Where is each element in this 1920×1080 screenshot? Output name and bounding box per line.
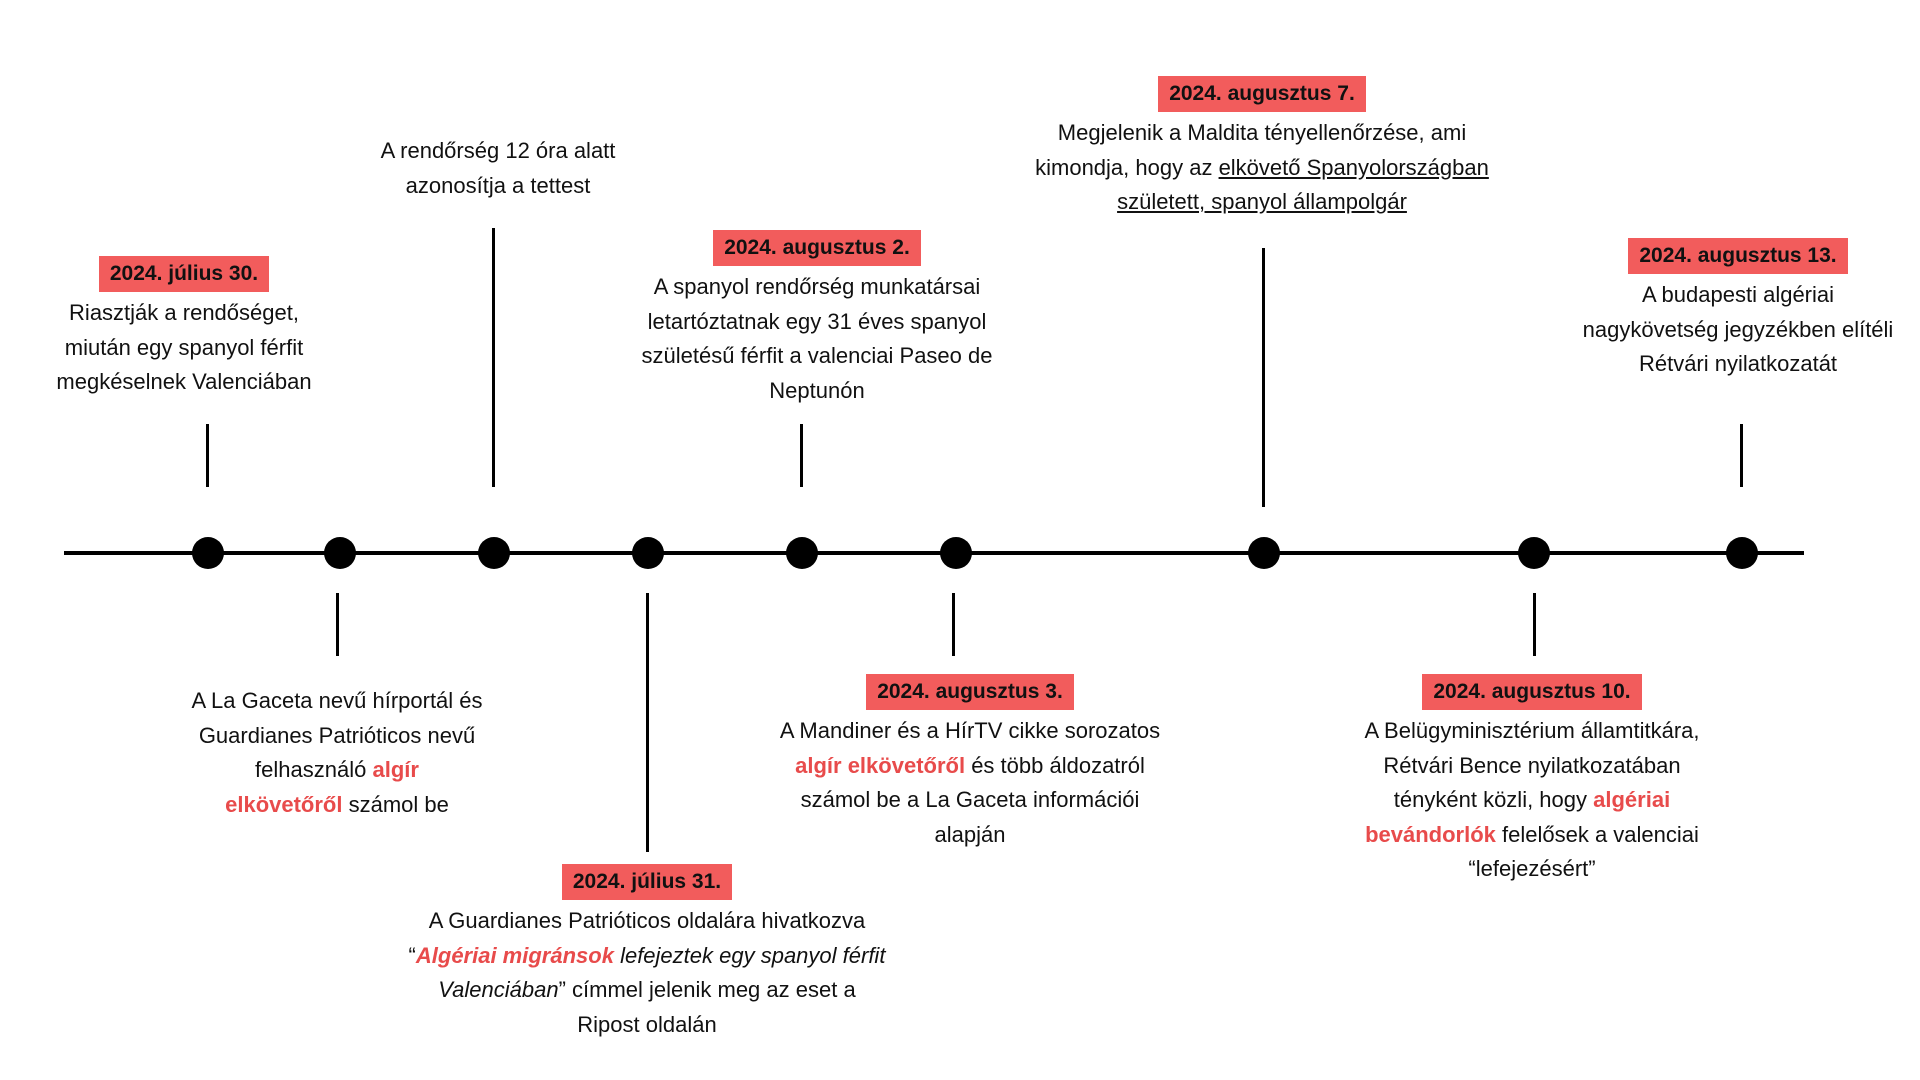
event-aug13: 2024. augusztus 13. A budapesti algériai… [1558,238,1918,382]
timeline-dot-7 [1248,537,1280,569]
date-badge: 2024. augusztus 10. [1422,674,1642,710]
stem-jul31 [646,593,649,852]
desc-line: A budapesti algériai [1641,282,1835,307]
event-jul30: 2024. július 30. Riasztják a rendőséget,… [34,256,334,400]
desc-line: “lefejezésért” [1468,856,1596,881]
event-description: Megjelenik a Maldita tényellenőrzése, am… [1002,116,1522,220]
timeline-dot-6 [940,537,972,569]
stem-lagaceta [336,593,339,656]
highlight-text: bevándorlók [1365,821,1496,847]
event-jul31: 2024. július 31. A Guardianes Patriótico… [392,864,902,1042]
timeline-dot-8 [1518,537,1550,569]
stem-aug7 [1262,248,1265,507]
date-badge: 2024. július 30. [98,256,270,292]
desc-line: bevándorlók felelősek a valenciai [1312,818,1752,853]
date-badge: 2024. július 31. [561,864,733,900]
desc-line: azonosítja a tettest [405,172,591,198]
event-description: A spanyol rendőrség munkatársai letartóz… [612,270,1022,408]
desc-text: ” címmel jelenik meg az eset a [558,977,856,1002]
desc-text: kimondja, hogy az [1035,154,1219,180]
desc-line: A Belügyminisztérium államtitkára, [1364,718,1700,743]
quote-mark: “ [408,942,416,968]
stem-police12h [492,228,495,487]
desc-line: A spanyol rendőrség munkatársai [653,274,981,299]
desc-text: tényként közli, hogy [1393,787,1594,812]
timeline-dot-9 [1726,537,1758,569]
desc-line: “Algériai migránsok lefejeztek egy spany… [392,939,902,974]
timeline-dot-5 [786,537,818,569]
desc-line: Ripost oldalán [577,1011,717,1037]
event-aug7: 2024. augusztus 7. Megjelenik a Maldita … [1002,76,1522,220]
date-badge: 2024. augusztus 7. [1158,76,1366,112]
stem-aug10 [1533,593,1536,656]
desc-line: Guardianes Patrióticos nevű [198,722,476,748]
timeline-dot-2 [324,537,356,569]
desc-line: algír elkövetőről és több áldozatról [740,749,1200,784]
event-description: A Belügyminisztérium államtitkára, Rétvá… [1312,714,1752,887]
event-description: Riasztják a rendőséget, miután egy spany… [34,296,334,400]
event-description: A rendőrség 12 óra alatt azonosítja a te… [348,134,648,203]
highlight-text: Algériai migránsok [415,942,614,968]
timeline-dot-1 [192,537,224,569]
date-badge: 2024. augusztus 2. [713,230,921,266]
desc-text: és több áldozatról [965,752,1145,778]
desc-text: felelősek a valenciai [1495,821,1699,847]
event-lagaceta: A La Gaceta nevű hírportál és Guardianes… [152,684,522,822]
timeline-dot-3 [478,537,510,569]
stem-aug13 [1740,424,1743,487]
highlight-text: algír [372,757,419,782]
desc-text: felhasználó [255,757,373,782]
italic-text: Valenciában [438,977,559,1002]
desc-line: A Guardianes Patrióticos oldalára hivatk… [428,908,866,933]
timeline-axis [64,551,1804,555]
date-badge: 2024. augusztus 3. [866,674,1074,710]
desc-line: kimondja, hogy az elkövető Spanyolország… [1002,151,1522,186]
underlined-line: született, spanyol állampolgár [1117,189,1407,214]
desc-text: számol be [342,791,449,817]
highlight-text: algír elkövetőről [795,752,966,778]
stem-aug2 [800,424,803,487]
desc-line: felhasználó algír [152,753,522,788]
desc-line: letartóztatnak egy 31 éves spanyol [647,308,987,334]
desc-line: megkéselnek Valenciában [56,369,312,394]
event-police12h: A rendőrség 12 óra alatt azonosítja a te… [348,134,648,203]
date-badge: 2024. augusztus 13. [1628,238,1848,274]
desc-line: A La Gaceta nevű hírportál és [191,688,483,713]
desc-line: Neptunón [769,377,865,403]
highlight-text: algériai [1593,787,1671,812]
stem-jul30 [206,424,209,487]
desc-line: születésű férfit a valenciai Paseo de [641,343,993,368]
timeline-dot-4 [632,537,664,569]
event-description: A budapesti algériai nagykövetség jegyzé… [1558,278,1918,382]
desc-line: A rendőrség 12 óra alatt [380,138,616,163]
italic-text: lefejeztek egy spanyol férfit [613,942,886,968]
desc-line: miután egy spanyol férfit [64,334,304,360]
desc-line: Rétvári nyilatkozatát [1638,351,1838,376]
stem-aug3 [952,593,955,656]
desc-line: Valenciában” címmel jelenik meg az eset … [392,973,902,1008]
event-aug10: 2024. augusztus 10. A Belügyminisztérium… [1312,674,1752,887]
desc-line: A Mandiner és a HírTV cikke sorozatos [779,718,1161,743]
event-description: A Mandiner és a HírTV cikke sorozatos al… [740,714,1200,852]
desc-line: Rétvári Bence nyilatkozatában [1383,752,1681,778]
event-description: A Guardianes Patrióticos oldalára hivatk… [392,904,902,1042]
desc-line: tényként közli, hogy algériai [1312,783,1752,818]
desc-line: számol be a La Gaceta információi [800,787,1140,812]
desc-line: elkövetőről számol be [152,788,522,823]
underlined-text: elkövető Spanyolországban [1218,154,1489,180]
desc-line: alapján [934,821,1006,847]
event-aug2: 2024. augusztus 2. A spanyol rendőrség m… [612,230,1022,408]
desc-line: Riasztják a rendőséget, [69,300,299,325]
event-description: A La Gaceta nevű hírportál és Guardianes… [152,684,522,822]
desc-line: Megjelenik a Maldita tényellenőrzése, am… [1057,120,1467,145]
desc-line: nagykövetség jegyzékben elítéli [1582,316,1894,342]
event-aug3: 2024. augusztus 3. A Mandiner és a HírTV… [740,674,1200,852]
highlight-text: elkövetőről [225,791,343,817]
